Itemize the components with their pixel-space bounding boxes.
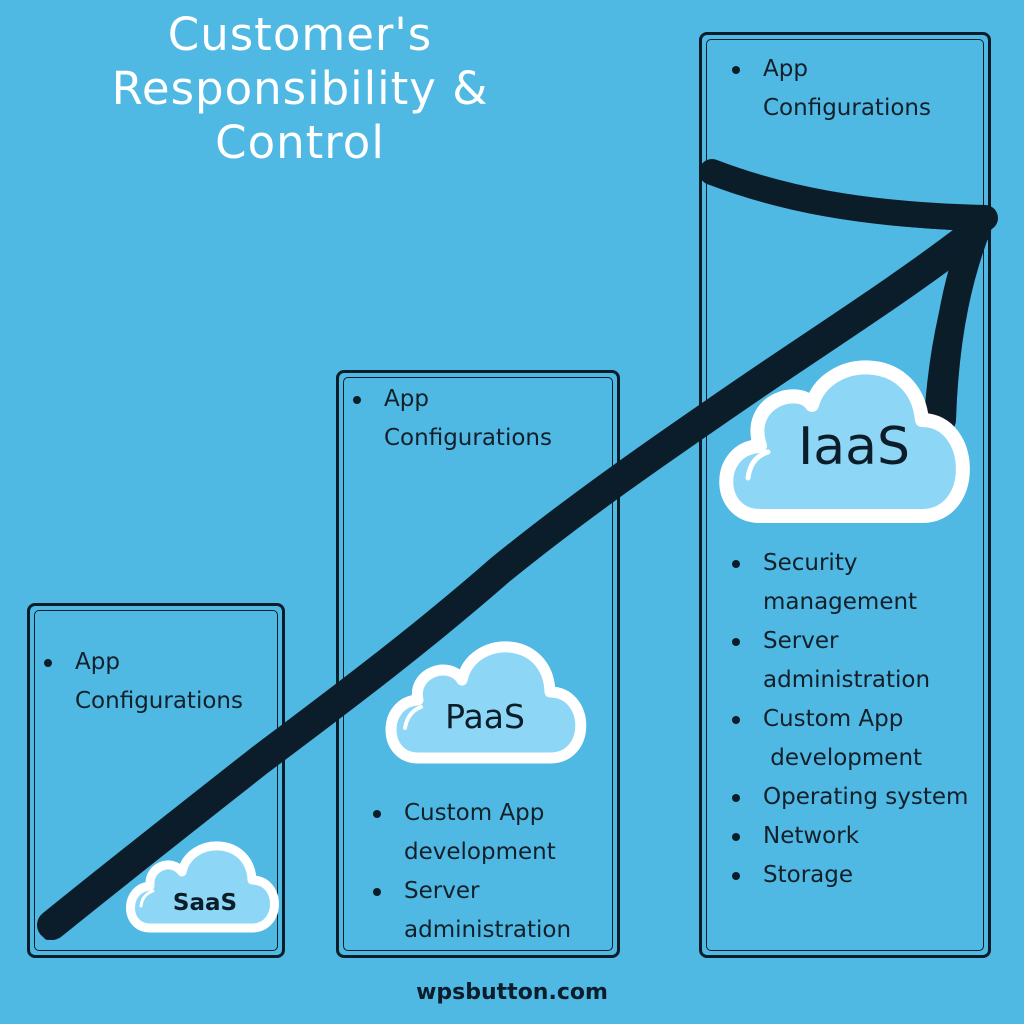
list-item: Operating system bbox=[731, 778, 969, 817]
list-item-label: Storage bbox=[763, 862, 853, 888]
list-item-label: Configurations bbox=[763, 95, 931, 121]
list-item: Storage bbox=[731, 856, 968, 895]
list-item: Network bbox=[731, 817, 968, 856]
list-item: App Configurations bbox=[353, 380, 552, 458]
list-item: Custom App development bbox=[372, 794, 571, 872]
title-line-2: Responsibility & bbox=[111, 62, 489, 115]
list-item-label: development bbox=[763, 745, 923, 771]
list-item-label: App bbox=[75, 649, 120, 675]
list-item-label: development bbox=[404, 839, 556, 865]
cloud-icon bbox=[719, 360, 970, 523]
list-item-label: administration bbox=[763, 667, 931, 693]
paas-top-list: App Configurations bbox=[353, 380, 552, 458]
list-item-label: App bbox=[763, 56, 808, 82]
title-line-3: Control bbox=[215, 116, 385, 169]
paas-bottom-list: Custom App development Server administra… bbox=[372, 794, 572, 950]
list-item: Custom App development bbox=[731, 700, 968, 778]
list-item-label: Network bbox=[763, 823, 860, 849]
list-item: Security management bbox=[731, 544, 968, 622]
list-item-label: Custom App bbox=[763, 706, 904, 732]
iaas-box bbox=[699, 32, 991, 958]
list-item: App Configurations bbox=[732, 50, 931, 128]
diagram-title: Customer's Responsibility & Control bbox=[50, 8, 550, 170]
arrow-icon bbox=[37, 159, 998, 940]
list-item-label: App bbox=[384, 386, 429, 412]
cloud-icon bbox=[126, 841, 279, 933]
list-item-label: Operating system bbox=[763, 784, 969, 810]
list-item-label: management bbox=[763, 589, 918, 615]
list-item-label: Custom App bbox=[404, 800, 545, 826]
saas-box bbox=[27, 603, 285, 958]
paas-box bbox=[336, 370, 620, 958]
footer-website: wpsbutton.com bbox=[416, 980, 608, 1005]
list-item: Server administration bbox=[731, 622, 968, 700]
list-item-label: Configurations bbox=[384, 425, 552, 451]
iaas-label: IaaS bbox=[797, 417, 911, 477]
list-item-label: Configurations bbox=[75, 688, 243, 714]
list-item-label: Security bbox=[763, 550, 858, 576]
list-item: Server administration bbox=[372, 872, 572, 950]
iaas-bottom-list: Security management Server administratio… bbox=[731, 544, 969, 895]
list-item-label: administration bbox=[404, 917, 572, 943]
saas-label: SaaS bbox=[172, 890, 238, 916]
iaas-top-list: App Configurations bbox=[732, 50, 931, 128]
title-line-1: Customer's bbox=[167, 8, 433, 61]
list-item-label: Server bbox=[404, 878, 480, 904]
cloud-icon bbox=[385, 641, 587, 764]
list-item-label: Server bbox=[763, 628, 839, 654]
paas-label: PaaS bbox=[445, 697, 525, 736]
saas-top-list: App Configurations bbox=[44, 643, 243, 721]
list-item: App Configurations bbox=[44, 643, 243, 721]
